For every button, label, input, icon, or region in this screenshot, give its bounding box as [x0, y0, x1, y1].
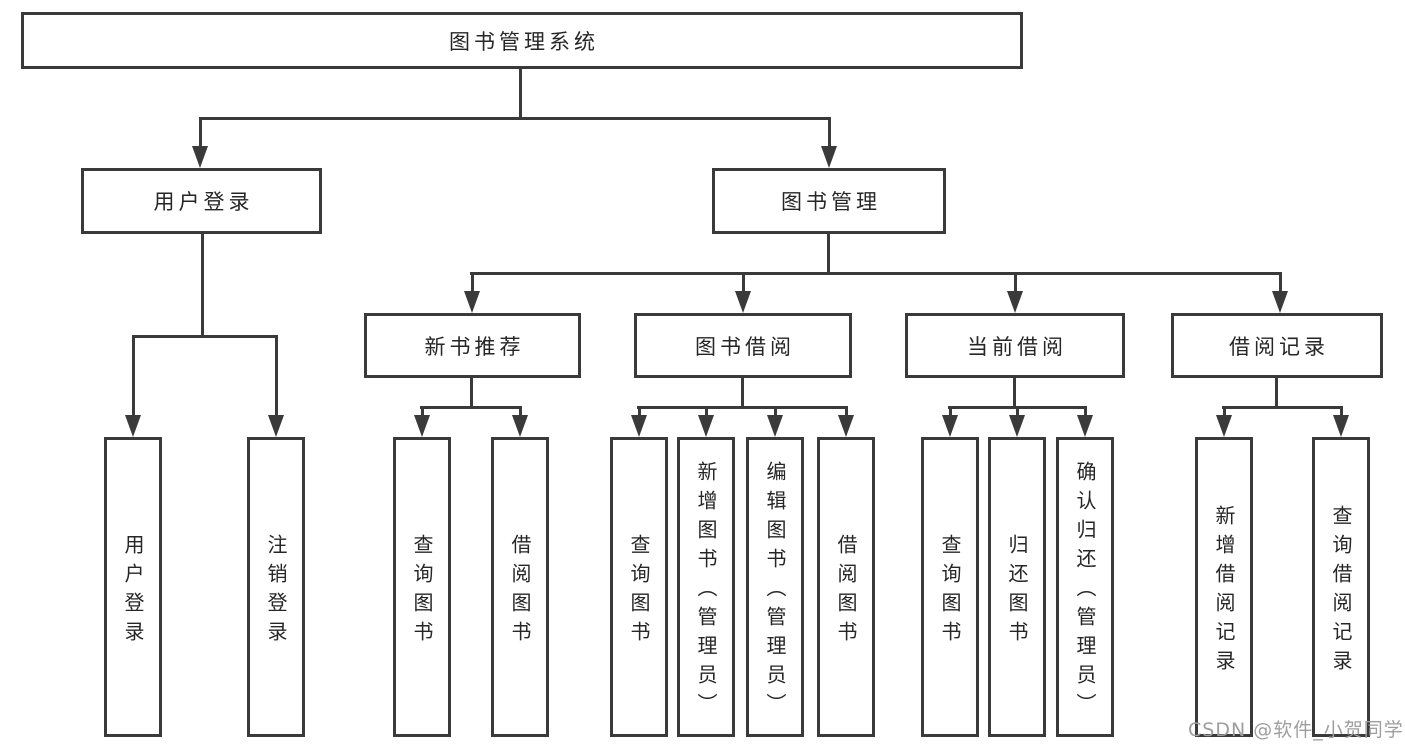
- watermark: CSDN @软件_小贺同学: [1188, 719, 1404, 741]
- leaf-user-login: 用户登录: [104, 437, 162, 737]
- connector-borrow-records-hline: [1222, 406, 1343, 409]
- arrow-down-icon: [512, 415, 528, 437]
- node-new-book-recommend: 新书推荐: [364, 313, 581, 378]
- connector-new-books-drop: [470, 377, 473, 408]
- leaf-query-book: 查询图书: [921, 437, 979, 737]
- connector-book-borrow-drop: [741, 377, 744, 408]
- connector-stem-current-borrow: [1014, 272, 1017, 293]
- connector-stem-user-login: [199, 117, 202, 148]
- arrow-down-icon: [698, 415, 714, 437]
- connector-stem-book-mgmt: [828, 117, 831, 148]
- connector-stem-book-borrow: [742, 272, 745, 293]
- connector-borrow-records-drop: [1275, 377, 1278, 408]
- connector-stem-leaf: [519, 406, 522, 418]
- arrow-down-icon: [838, 415, 854, 437]
- leaf-confirm-return-admin: 确认归还（管理员）: [1056, 437, 1114, 737]
- connector-stem-leaf: [1340, 406, 1343, 418]
- arrow-down-icon: [414, 415, 430, 437]
- connector-stem-leaf: [1016, 406, 1019, 418]
- leaf-borrow-book: 借阅图书: [817, 437, 875, 737]
- node-user-login: 用户登录: [81, 168, 322, 234]
- connector-current-borrow-drop: [1013, 377, 1016, 408]
- arrow-down-icon: [1216, 415, 1232, 437]
- arrow-down-icon: [1272, 291, 1288, 313]
- arrow-down-icon: [268, 415, 284, 437]
- arrow-down-icon: [192, 146, 208, 168]
- connector-user-group-hline: [132, 335, 278, 338]
- connector-stem-leaf-logout: [275, 336, 278, 417]
- arrow-down-icon: [464, 291, 480, 313]
- arrow-down-icon: [125, 415, 141, 437]
- node-current-borrow: 当前借阅: [905, 313, 1125, 378]
- connector-stem-leaf: [774, 406, 777, 418]
- node-book-borrow: 图书借阅: [634, 313, 852, 378]
- arrow-down-icon: [631, 415, 647, 437]
- connector-stem-new-books: [471, 272, 474, 293]
- leaf-return-book: 归还图书: [988, 437, 1046, 737]
- leaf-query-book: 查询图书: [610, 437, 668, 737]
- arrow-down-icon: [1007, 291, 1023, 313]
- connector-book-mgmt-drop: [827, 233, 830, 274]
- connector-stem-leaf: [949, 406, 952, 418]
- leaf-logout: 注销登录: [247, 437, 305, 737]
- connector-new-books-hline: [420, 406, 522, 409]
- connector-stem-leaf-user-login: [132, 336, 135, 417]
- leaf-query-book: 查询图书: [393, 437, 451, 737]
- arrow-down-icon: [767, 415, 783, 437]
- connector-level2-hline: [470, 272, 1281, 275]
- connector-stem-leaf: [705, 406, 708, 418]
- leaf-add-borrow-record: 新增借阅记录: [1195, 437, 1253, 737]
- arrow-down-icon: [1333, 415, 1349, 437]
- connector-user-login-drop: [201, 233, 204, 338]
- leaf-borrow-book: 借阅图书: [491, 437, 549, 737]
- connector-root-drop: [519, 66, 522, 119]
- arrow-down-icon: [735, 291, 751, 313]
- connector-stem-leaf: [1223, 406, 1226, 418]
- connector-stem-leaf: [638, 406, 641, 418]
- node-library-system: 图书管理系统: [21, 12, 1023, 69]
- connector-book-borrow-hline: [637, 406, 848, 409]
- arrow-down-icon: [821, 146, 837, 168]
- connector-stem-leaf: [1084, 406, 1087, 418]
- node-book-management: 图书管理: [712, 168, 946, 234]
- arrow-down-icon: [942, 415, 958, 437]
- leaf-edit-book-admin: 编辑图书（管理员）: [746, 437, 804, 737]
- connector-stem-leaf: [421, 406, 424, 418]
- leaf-add-book-admin: 新增图书（管理员）: [677, 437, 735, 737]
- connector-stem-borrow-records: [1279, 272, 1282, 293]
- leaf-query-borrow-record: 查询借阅记录: [1312, 437, 1370, 737]
- connector-level1-hline: [199, 117, 830, 120]
- arrow-down-icon: [1077, 415, 1093, 437]
- node-borrow-records: 借阅记录: [1171, 313, 1383, 378]
- connector-stem-leaf: [845, 406, 848, 418]
- arrow-down-icon: [1009, 415, 1025, 437]
